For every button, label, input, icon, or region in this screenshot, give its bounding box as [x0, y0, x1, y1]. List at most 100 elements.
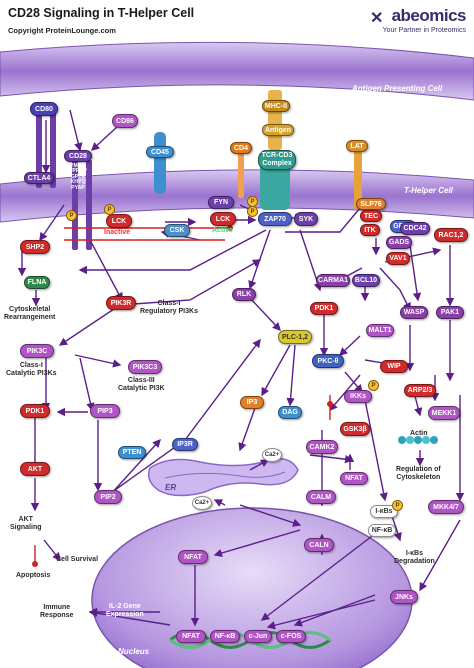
apc-label: Antigen Presenting Cell	[352, 84, 443, 93]
apc-membrane	[0, 41, 474, 101]
diagram-title: CD28 Signaling in T-Helper Cell	[8, 6, 195, 20]
node-shp2[interactable]: SHP2	[20, 240, 50, 254]
node-tec[interactable]: TEC	[360, 210, 382, 222]
node-pak1[interactable]: PAK1	[436, 306, 464, 319]
actin-chain	[398, 436, 438, 444]
node-pip2[interactable]: PIP2	[94, 490, 122, 504]
apoptosis-label: Apoptosis	[16, 572, 51, 579]
node-syk[interactable]: SYK	[294, 212, 318, 226]
node-mkk47[interactable]: MKK4/7	[428, 500, 464, 514]
node-slp76[interactable]: SLP76	[356, 198, 386, 210]
node-nfkb-a[interactable]: NF-κB	[368, 524, 396, 537]
node-cd4[interactable]: CD4	[230, 142, 252, 154]
node-nfat-a[interactable]: NFAT	[340, 472, 368, 485]
node-ca-a[interactable]: Ca2+	[262, 448, 282, 462]
th-label: T-Helper Cell	[404, 186, 453, 195]
class1-cat-label: Class-I Catalytic PI3Ks	[6, 362, 57, 378]
node-pten[interactable]: PTEN	[118, 446, 146, 459]
node-ip3[interactable]: IP3	[240, 396, 264, 409]
brand-name: abeomics	[391, 6, 467, 25]
node-arp23[interactable]: ARP2/3	[404, 384, 436, 397]
copyright-text: Copyright ProteinLounge.com	[8, 26, 116, 35]
node-antigen[interactable]: Antigen	[262, 124, 294, 136]
node-wasp[interactable]: WASP	[400, 306, 428, 319]
node-cjun[interactable]: c-Jun	[244, 630, 272, 643]
node-gads[interactable]: GADS	[386, 236, 412, 249]
node-cd80[interactable]: CD80	[30, 102, 58, 116]
node-plc12[interactable]: PLC-1,2	[278, 330, 312, 344]
node-nfat-c[interactable]: NFAT	[176, 630, 206, 643]
node-mhc2[interactable]: MHC-II	[262, 100, 290, 112]
node-gsk3b[interactable]: GSK3β	[340, 422, 370, 436]
phospho-badge: P	[247, 206, 258, 217]
node-vav1[interactable]: VAV1	[386, 252, 410, 265]
er-shape	[147, 458, 299, 497]
node-pik3r[interactable]: PIK3R	[106, 296, 136, 310]
il2-expression-label: IL-2 Gene Expression	[106, 603, 144, 619]
node-pdk1-a[interactable]: PDK1	[310, 302, 338, 315]
node-pdk1-b[interactable]: PDK1	[20, 404, 50, 418]
node-lck-active[interactable]: LCK	[210, 212, 236, 226]
ikb-deg-label: I-κBs Degradation	[394, 550, 435, 566]
node-zap70[interactable]: ZAP70	[258, 212, 292, 226]
node-caln[interactable]: CALN	[304, 538, 334, 552]
immune-response-label: Immune Response	[40, 604, 74, 620]
node-cd28[interactable]: CD28	[64, 150, 92, 162]
class1-reg-label: Class-I Regulatory PI3Ks	[140, 300, 198, 316]
node-calm[interactable]: CALM	[306, 490, 336, 504]
phospho-badge: P	[392, 500, 403, 511]
phospho-badge: P	[66, 210, 77, 221]
er-label: ER	[165, 483, 177, 492]
node-ikks[interactable]: IKKs	[344, 390, 372, 403]
node-lat[interactable]: LAT	[346, 140, 368, 152]
reg-cyto-label: Regulation of Cytoskeleton	[396, 466, 441, 482]
node-itk[interactable]: ITK	[360, 224, 380, 236]
node-ctla4[interactable]: CTLA4	[24, 172, 54, 184]
node-dag[interactable]: DAG	[278, 406, 302, 419]
node-wip[interactable]: WIP	[380, 360, 408, 373]
node-mekk1[interactable]: MEKK1	[428, 406, 460, 420]
class3-label: Class-III Catalytic PI3K	[118, 377, 165, 393]
node-nfkb-b[interactable]: NF-κB	[210, 630, 240, 643]
cytoskeletal-label: Cytoskeletal Rearrangement	[4, 306, 56, 322]
node-ikbs[interactable]: I-κBs	[370, 505, 398, 518]
node-fyn[interactable]: FYN	[208, 196, 234, 209]
node-pip3[interactable]: PIP3	[90, 404, 120, 418]
node-rlk[interactable]: RLK	[232, 288, 256, 301]
node-nfat-b[interactable]: NFAT	[178, 550, 208, 564]
nucleus-label: Nucleus	[118, 647, 150, 656]
node-cdc42[interactable]: CDC42	[400, 222, 430, 235]
phospho-badge: P	[104, 204, 115, 215]
node-csk[interactable]: CSK	[164, 224, 190, 237]
actin-label: Actin	[410, 430, 428, 437]
node-pik3c3[interactable]: PIK3C3	[128, 360, 162, 374]
node-camk2[interactable]: CAMK2	[306, 440, 338, 454]
active-label: Active	[212, 227, 234, 234]
node-ca-b[interactable]: Ca2+	[192, 496, 212, 510]
akt-signaling-label: AKT Signaling	[10, 516, 42, 532]
node-malt1[interactable]: MALT1	[366, 324, 394, 337]
node-bcl10[interactable]: BCL10	[352, 274, 380, 287]
node-lck-inactive[interactable]: LCK	[106, 214, 132, 228]
inactive-label: Inactive	[104, 229, 131, 236]
node-pkc[interactable]: PKC-θ	[312, 354, 344, 368]
node-cd86[interactable]: CD86	[112, 114, 138, 128]
node-ip3r[interactable]: IP3R	[172, 438, 198, 451]
brand-tagline: Your Partner in Proteomics	[382, 27, 466, 34]
node-rac12[interactable]: RAC1,2	[434, 228, 468, 242]
node-carma1[interactable]: CARMA1	[316, 274, 350, 287]
nucleus-shape	[91, 507, 413, 668]
node-pik3c[interactable]: PIK3C	[20, 344, 54, 358]
node-tcr-cd3[interactable]: TCR-CD3 Complex	[258, 150, 296, 170]
node-flna[interactable]: FLNA	[24, 276, 50, 289]
node-jnks[interactable]: JNKs	[390, 590, 418, 604]
cell-survival-label: Cell Survival	[56, 556, 99, 563]
node-akt[interactable]: AKT	[20, 462, 50, 476]
node-cd45[interactable]: CD45	[146, 146, 174, 158]
brand-logo-icon: ✕	[370, 10, 384, 27]
node-cfos[interactable]: c-FOS	[276, 630, 306, 643]
phospho-badge: P	[368, 380, 379, 391]
cd28-motif-label: YMNMTPRRPGPTRKHYQPYAP	[69, 163, 87, 191]
